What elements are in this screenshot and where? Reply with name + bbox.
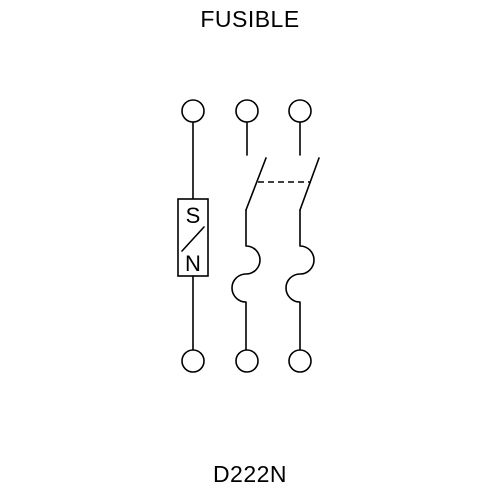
neutral-box-slash <box>181 226 205 252</box>
neutral-terminal-top <box>181 99 205 123</box>
pole-1-switch-blade <box>245 157 267 211</box>
phase-pole-1 <box>231 99 267 373</box>
phase-pole-2 <box>285 99 320 373</box>
neutral-box-label-n: N <box>185 251 201 276</box>
model-number: D222N <box>212 461 288 487</box>
pole-1-terminal-top <box>235 99 259 123</box>
pole-2-terminal-bottom <box>288 349 312 373</box>
pole-2-terminal-top <box>288 99 312 123</box>
pole-1-terminal-bottom <box>235 349 259 373</box>
diagram-title: FUSIBLE <box>200 6 300 32</box>
neutral-terminal-bottom <box>181 349 205 373</box>
pole-1-fuse-symbol <box>231 209 261 351</box>
neutral-box <box>177 198 209 277</box>
neutral-box-label-s: S <box>186 203 201 228</box>
pole-2-fuse-symbol <box>285 209 315 351</box>
pole-2-switch-blade <box>299 157 320 211</box>
neutral-pole: S N <box>177 99 209 373</box>
